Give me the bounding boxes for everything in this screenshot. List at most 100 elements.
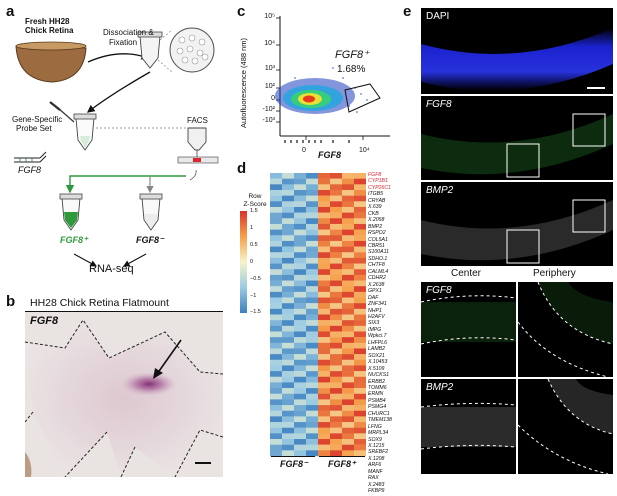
heatmap-cell: [270, 433, 282, 440]
heatmap-cell: [318, 303, 330, 310]
heatmap-row-label: X.2638: [368, 281, 385, 288]
heatmap-cell: [270, 252, 282, 259]
heatmap-cell: [318, 280, 330, 287]
heatmap-cell: [282, 263, 294, 270]
heatmap-cell: [294, 393, 306, 400]
heatmap-cell: [330, 201, 342, 208]
heatmap-cell: [354, 218, 366, 225]
gate-gene: FGF8⁺: [335, 49, 369, 61]
source-line1: Fresh HH28: [25, 17, 70, 26]
heatmap-cell: [270, 331, 282, 338]
heatmap-cell: [282, 405, 294, 411]
heatmap-cell: [342, 229, 354, 236]
heatmap-cell: [282, 314, 294, 321]
heatmap-cell: [270, 376, 282, 383]
heatmap-cell: [306, 325, 318, 332]
heatmap-cell: [306, 439, 318, 445]
ytick-1e5: 10⁵: [264, 13, 275, 20]
heatmap-cell: [342, 382, 354, 389]
ytick-1e4: 10⁴: [264, 40, 275, 47]
heatmap-cell: [306, 393, 318, 400]
heatmap-cell: [318, 388, 330, 394]
heatmap-cell: [294, 201, 306, 208]
heatmap-cell: [354, 212, 366, 219]
col-center-label: Center: [451, 268, 482, 279]
heatmap-cell: [354, 450, 366, 457]
heatmap-row-label: SIX3: [368, 320, 380, 327]
bmp2-band: [421, 199, 613, 264]
heatmap-row-label: RAX: [368, 475, 379, 482]
heatmap-cell: [282, 371, 294, 377]
heatmap-cell: [330, 286, 342, 293]
heatmap-cell: [330, 325, 342, 332]
heatmap-cell: [354, 422, 366, 428]
heatmap-cell: [282, 303, 294, 310]
heatmap-cell: [294, 297, 306, 304]
heatmap-cell: [318, 252, 330, 259]
heatmap-cell: [354, 257, 366, 264]
heatmap-cell: [342, 433, 354, 440]
flatmount-title-rule: [25, 311, 223, 312]
step1-line1: Dissociation &: [103, 28, 154, 37]
legend-tick: 0: [250, 259, 254, 265]
heatmap-row-label: SDHO.1: [368, 255, 388, 262]
heatmap-cell: [270, 240, 282, 247]
heatmap-cell: [270, 280, 282, 287]
heatmap-cell: [282, 274, 294, 281]
fgf8-band: [421, 113, 613, 178]
heatmap-cell: [282, 450, 294, 457]
heatmap-cell: [270, 184, 282, 191]
heatmap-cell: [282, 433, 294, 440]
heatmap-row-label: NHP1: [368, 307, 382, 314]
heatmap-cell: [294, 308, 306, 315]
heatmap-cell: [282, 195, 294, 202]
heatmap-cell: [270, 229, 282, 236]
panel-a-label: a: [6, 3, 15, 20]
heatmap-cell: [306, 263, 318, 270]
heatmap-cell: [342, 325, 354, 332]
heatmap-cell: [342, 206, 354, 213]
heatmap-cell: [306, 201, 318, 208]
ytick-1e2: 10²: [264, 83, 275, 90]
heatmap-cell: [342, 212, 354, 219]
heatmap-cell: [318, 359, 330, 366]
heatmap-cell: [342, 427, 354, 434]
heatmap-cell: [294, 235, 306, 242]
heatmap-cell: [270, 297, 282, 304]
heatmap-cell: [354, 359, 366, 366]
heatmap-cell: [270, 235, 282, 242]
heatmap-cell: [318, 342, 330, 349]
heatmap-cell: [330, 359, 342, 366]
heatmap-cell: [294, 252, 306, 259]
heatmap-cell: [354, 297, 366, 304]
heatmap-cell: [270, 365, 282, 372]
heatmap-cell: [354, 178, 366, 185]
heatmap-cell: [306, 314, 318, 321]
heatmap-cell: [282, 240, 294, 247]
heatmap-cell: [354, 348, 366, 355]
legend-title-line2: Z-Score: [243, 201, 267, 208]
heatmap-row-label: X.639: [368, 204, 382, 211]
heatmap-cell: [354, 223, 366, 230]
heatmap-cell: [342, 246, 354, 253]
heatmap-cell: [294, 450, 306, 457]
heatmap-cell: [330, 280, 342, 287]
heatmap-cell: [330, 422, 342, 428]
heatmap-cell: [294, 433, 306, 440]
heatmap-cell: [282, 178, 294, 185]
heatmap-cell: [330, 297, 342, 304]
heatmap-cell: [306, 354, 318, 360]
heatmap-cell: [306, 410, 318, 417]
bmp2-center-zoom: BMP2: [421, 379, 516, 474]
heatmap-cell: [270, 416, 282, 423]
heatmap-cell: [306, 235, 318, 242]
heatmap-cell: [354, 405, 366, 411]
heatmap-cell: [318, 354, 330, 360]
heatmap-cell: [294, 444, 306, 451]
heatmap-row-label: CYP1B1: [368, 178, 388, 185]
heatmap-cell: [342, 444, 354, 451]
heatmap-cell: [270, 246, 282, 253]
heatmap-row-label: CHURC1: [368, 410, 390, 417]
heatmap-cell: [270, 303, 282, 310]
